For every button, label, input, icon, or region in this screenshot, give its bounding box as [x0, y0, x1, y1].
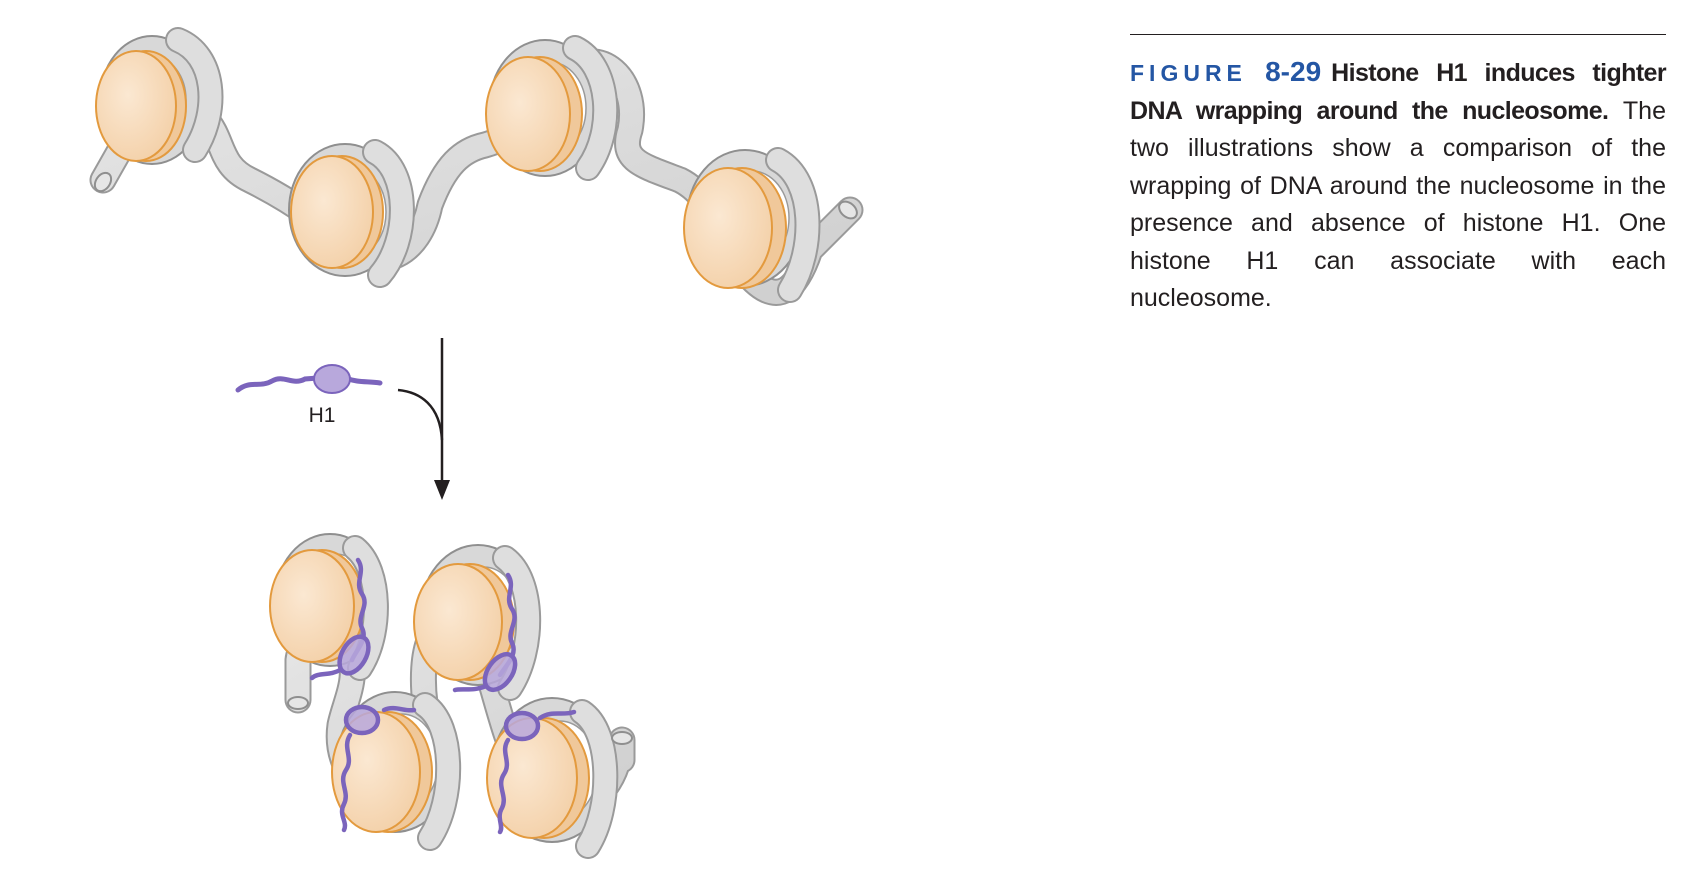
- bound-h1: [309, 557, 371, 681]
- figure-label-word: FIGURE: [1130, 60, 1247, 86]
- bound-h1: [452, 572, 518, 693]
- figure-number: 8-29: [1265, 56, 1322, 87]
- nucleosome: [485, 35, 619, 181]
- nucleosome-chain-without-h1: [89, 27, 864, 306]
- nucleosome: [413, 544, 542, 701]
- nucleosome: [486, 697, 619, 859]
- nucleosome: [683, 147, 821, 303]
- dna-end-cap: [93, 171, 113, 193]
- reaction-arrow: [397, 338, 450, 500]
- dna-end-cap: [611, 731, 633, 745]
- bound-h1: [497, 709, 577, 835]
- nucleosome: [288, 139, 415, 288]
- figure-title: Histone H1 induces tight­er DNA wrapping…: [1130, 59, 1667, 125]
- nucleosome: [95, 27, 224, 165]
- bound-h1: [339, 704, 417, 833]
- caption-body: The two illustrations show a comparison …: [1130, 96, 1666, 313]
- dna-end-cap: [287, 696, 309, 710]
- h1-label: H1: [309, 404, 336, 427]
- nucleosome: [269, 533, 389, 681]
- nucleosome-chain-with-h1: [269, 533, 636, 859]
- dna-end-cap: [838, 200, 858, 220]
- histone-h1-molecule: [235, 364, 383, 394]
